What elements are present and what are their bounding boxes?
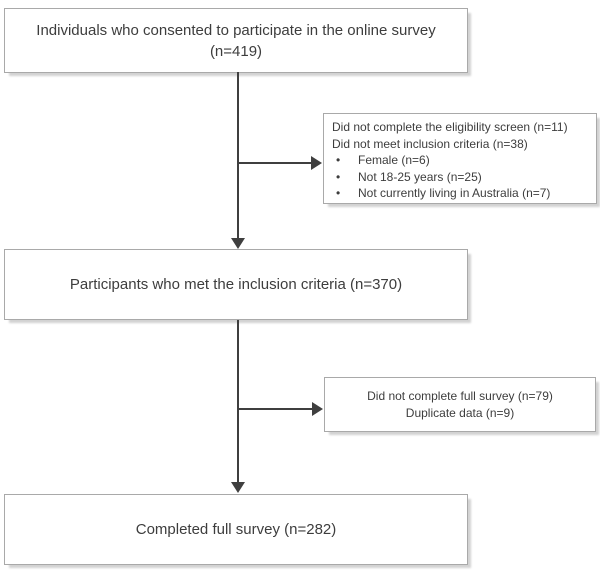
connector-vertical-1 — [237, 72, 239, 239]
flow-node-consented: Individuals who consented to participate… — [4, 8, 468, 73]
exclusion1-bullet-female-text: Female (n=6) — [358, 153, 430, 167]
arrow-down-icon — [231, 482, 245, 493]
flow-node-completed-text: Completed full survey (n=282) — [135, 521, 337, 538]
flow-node-exclusion-eligibility: Did not complete the eligibility screen … — [323, 113, 597, 204]
flow-node-completed: Completed full survey (n=282) — [4, 494, 468, 565]
bullet-icon: • — [336, 153, 341, 167]
exclusion1-bullet-age-text: Not 18-25 years (n=25) — [358, 169, 482, 184]
arrow-down-icon — [231, 238, 245, 249]
exclusion1-bullet-female: • Female (n=6) — [332, 152, 590, 169]
exclusion2-line1: Did not complete full survey (n=79) — [367, 388, 553, 403]
exclusion1-line1: Did not complete the eligibility screen … — [332, 120, 568, 134]
flow-node-consented-count: (n=419) — [209, 42, 263, 60]
connector-branch-1 — [238, 162, 312, 164]
arrow-right-icon — [311, 156, 322, 170]
bullet-icon: • — [336, 186, 341, 200]
exclusion1-line2: Did not meet inclusion criteria (n=38) — [332, 136, 528, 151]
bullet-icon: • — [336, 169, 341, 184]
flow-node-met-criteria-text: Participants who met the inclusion crite… — [69, 276, 403, 293]
connector-branch-2 — [238, 408, 312, 410]
flow-node-exclusion-survey: Did not complete full survey (n=79) Dupl… — [324, 377, 596, 432]
exclusion1-bullet-location: • Not currently living in Australia (n=7) — [332, 185, 590, 202]
flow-node-met-criteria: Participants who met the inclusion crite… — [4, 249, 468, 320]
exclusion1-bullet-age: • Not 18-25 years (n=25) — [332, 169, 590, 186]
connector-vertical-2 — [237, 320, 239, 482]
arrow-right-icon — [312, 402, 323, 416]
flow-node-consented-text-line1: Individuals who consented to participate… — [36, 21, 436, 39]
exclusion2-line2: Duplicate data (n=9) — [405, 405, 515, 420]
exclusion1-bullet-location-text: Not currently living in Australia (n=7) — [358, 186, 551, 200]
